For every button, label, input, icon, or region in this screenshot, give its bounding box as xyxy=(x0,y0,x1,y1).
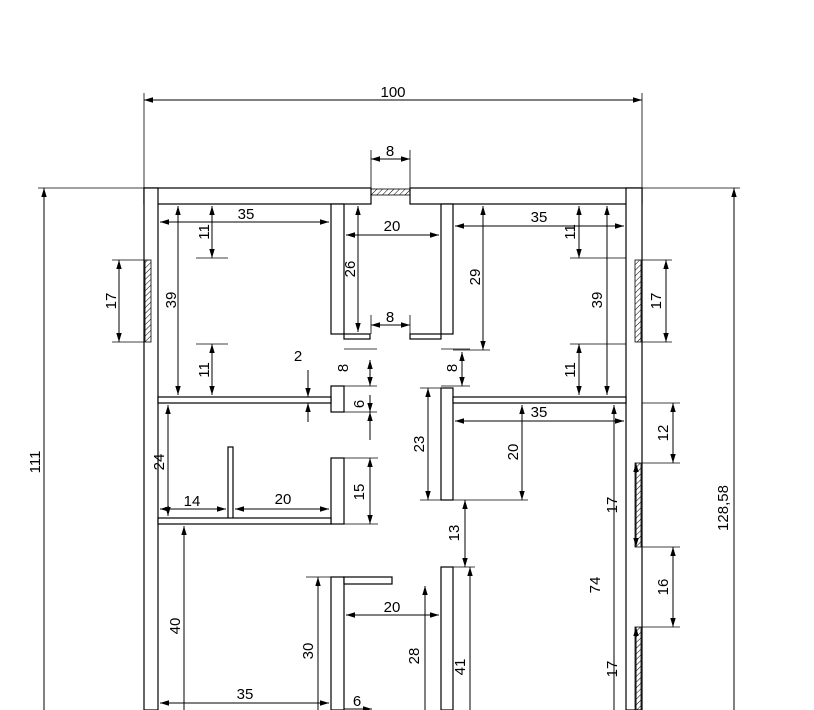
label-hall-right-door: 8 xyxy=(444,364,461,372)
label-ml-left: 14 xyxy=(184,493,201,510)
label-ml-height: 24 xyxy=(151,454,168,471)
label-overall-height: 111 xyxy=(27,451,44,474)
label-tr-total: 39 xyxy=(589,292,606,309)
label-bl-offset: 6 xyxy=(353,693,361,710)
label-bl-height: 40 xyxy=(167,618,184,635)
wall-v-1 xyxy=(330,203,345,335)
outer-wall-top-right xyxy=(409,187,643,205)
label-tl-wall-bottom: 11 xyxy=(196,362,213,378)
wall-v-6 xyxy=(227,446,234,523)
wall-h-5 xyxy=(343,333,371,340)
label-overall-width: 100 xyxy=(380,84,405,101)
label-tr-height: 29 xyxy=(467,269,484,286)
label-hall-gap: 2 xyxy=(294,348,302,365)
wall-v-8 xyxy=(440,566,454,710)
label-hall-step: 6 xyxy=(351,400,368,408)
dimension-labels: 100 111 128,58 8 35 39 11 11 17 20 26 8 … xyxy=(27,84,732,710)
wall-v-5 xyxy=(330,457,345,525)
label-ml-right: 20 xyxy=(275,491,292,508)
label-total-height: 128,58 xyxy=(715,485,732,531)
label-bm-height: 30 xyxy=(300,643,317,660)
windows xyxy=(144,188,642,710)
label-mr-gap-2: 17 xyxy=(604,661,621,678)
label-bm-inner: 28 xyxy=(406,648,423,665)
label-left-window: 17 xyxy=(103,293,120,310)
label-ml-door: 15 xyxy=(351,484,368,501)
label-bl-width: 35 xyxy=(237,686,254,703)
label-hall-door: 8 xyxy=(335,364,352,372)
wall-v-2 xyxy=(440,203,454,335)
label-bm-side: 41 xyxy=(452,659,469,676)
label-mr-width: 35 xyxy=(531,404,548,421)
window-left xyxy=(144,259,152,343)
label-mr-height: 20 xyxy=(505,444,522,461)
wall-v-7 xyxy=(330,576,345,710)
label-right-window: 17 xyxy=(648,293,665,310)
label-top-window: 8 xyxy=(386,143,394,160)
label-mr-side-total: 74 xyxy=(587,577,604,594)
label-mr-gap-1: 17 xyxy=(604,497,621,514)
label-tr-wall-bottom: 11 xyxy=(562,362,579,378)
window-right-top xyxy=(634,259,642,343)
wall-h-1 xyxy=(157,396,332,404)
label-tr-wall-top: 11 xyxy=(562,224,579,240)
label-tr-width: 35 xyxy=(531,209,548,226)
label-mr-window: 16 xyxy=(655,579,672,596)
dimension-lines xyxy=(38,93,740,710)
label-bm-width: 20 xyxy=(384,599,401,616)
label-hall-gap-low: 13 xyxy=(446,525,463,542)
walls xyxy=(143,187,643,710)
label-tm-door: 8 xyxy=(386,309,394,326)
label-tm-height: 26 xyxy=(342,261,359,278)
label-hall-divider: 23 xyxy=(411,436,428,453)
wall-v-3 xyxy=(330,385,345,413)
label-tm-width: 20 xyxy=(384,218,401,235)
wall-v-4 xyxy=(440,387,454,501)
wall-h-3 xyxy=(157,517,332,525)
window-top xyxy=(370,188,411,196)
wall-h-4 xyxy=(343,576,393,585)
wall-h-2 xyxy=(452,396,627,404)
wall-h-6 xyxy=(409,333,442,340)
label-tl-height: 39 xyxy=(163,292,180,309)
label-tl-wall-top: 11 xyxy=(196,224,213,240)
label-tl-width: 35 xyxy=(238,206,255,223)
outer-wall-top-left xyxy=(143,187,372,205)
label-mr-wall: 12 xyxy=(655,425,672,442)
